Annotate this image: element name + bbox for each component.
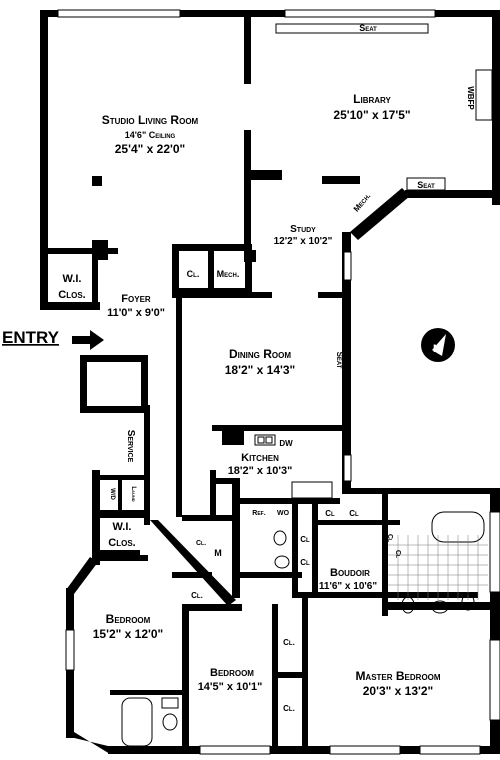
wi-clos-2-line2: Clos.	[108, 537, 135, 549]
mech-study-label: Mech.	[352, 191, 373, 213]
seat-right-label: Seat	[417, 180, 435, 190]
bedroom-1-name: Bedroom	[106, 612, 151, 626]
feature-labels: Seat Seat WBFP Mech. Cl. Mech. W.I. Clos…	[58, 23, 475, 713]
wi-clos-1-line1: W.I.	[63, 273, 82, 285]
library-dims: 25'10" x 17'5"	[333, 108, 410, 122]
library-name: Library	[353, 92, 391, 106]
study-dims: 12'2" x 10'2"	[274, 236, 333, 247]
master-bedroom-name: Master Bedroom	[355, 669, 440, 683]
cl-bed2-b: Cl.	[283, 704, 295, 713]
mech-foyer-label: Mech.	[217, 269, 240, 279]
exterior-walls	[40, 10, 500, 754]
wo-label: WO	[277, 510, 290, 517]
seat-dining-label: Seat	[335, 352, 344, 369]
bedroom-1-dims: 15'2" x 12'0"	[93, 627, 163, 641]
dining-room-name: Dining Room	[229, 347, 291, 361]
seat-top-label: Seat	[359, 23, 377, 33]
master-bedroom-dims: 20'3" x 13'2"	[363, 684, 433, 698]
studio-living-room-name: Studio Living Room	[102, 113, 199, 127]
service-label: Service	[125, 430, 136, 463]
cl-boudoir-4: Cl	[300, 558, 310, 567]
dw-label: DW	[279, 439, 293, 448]
study-name: Study	[290, 224, 316, 235]
wd-label: W/D	[109, 488, 115, 500]
entry-marker: ENTRY	[2, 328, 104, 350]
boudoir-dims: 11'6" x 10'6"	[319, 581, 377, 592]
studio-living-room-dims: 25'4" x 22'0"	[115, 142, 185, 156]
kitchen-name: Kitchen	[241, 452, 279, 464]
dining-room-dims: 18'2" x 14'3"	[225, 363, 295, 377]
wi-clos-2-line1: W.I.	[113, 521, 132, 533]
compass: N	[421, 328, 455, 362]
boudoir-name: Boudoir	[330, 567, 370, 579]
room-labels: Studio Living Room 14'6" Ceiling 25'4" x…	[93, 92, 441, 698]
cl-bed2-a: Cl.	[283, 638, 295, 647]
entry-arrow-icon	[72, 330, 104, 350]
windows	[57, 9, 500, 755]
entry-label: ENTRY	[2, 328, 60, 347]
cl-bed1-label: Cl.	[191, 591, 203, 600]
laund-label: Laund	[130, 486, 136, 501]
wbfp-label: WBFP	[466, 86, 475, 110]
m-label: M	[214, 548, 222, 558]
cl-boudoir-3: Cl	[300, 535, 310, 544]
kitchen-dims: 18'2" x 10'3"	[228, 465, 293, 477]
cl-hall-label: Cl.	[196, 540, 206, 547]
studio-living-room-ceiling: 14'6" Ceiling	[125, 130, 176, 140]
foyer-dims: 11'0" x 9'0"	[107, 307, 165, 319]
foyer-name: Foyer	[121, 293, 151, 305]
fixtures	[121, 434, 488, 747]
cl-foyer-label: Cl.	[187, 269, 200, 279]
compass-letter: N	[433, 343, 441, 355]
cl-boudoir-6: Cl	[394, 550, 401, 558]
bedroom-2-dims: 14'5" x 10'1"	[198, 681, 263, 693]
interior-walls	[48, 14, 490, 749]
cl-boudoir-5: Cl	[386, 534, 393, 542]
cl-boudoir-1: Cl	[325, 509, 335, 518]
wi-clos-1-line2: Clos.	[58, 289, 85, 301]
bath-tile-grid	[388, 535, 488, 600]
bedroom-2-name: Bedroom	[210, 667, 254, 679]
cl-boudoir-2: Cl	[349, 509, 359, 518]
ref-label: Ref.	[252, 510, 265, 517]
